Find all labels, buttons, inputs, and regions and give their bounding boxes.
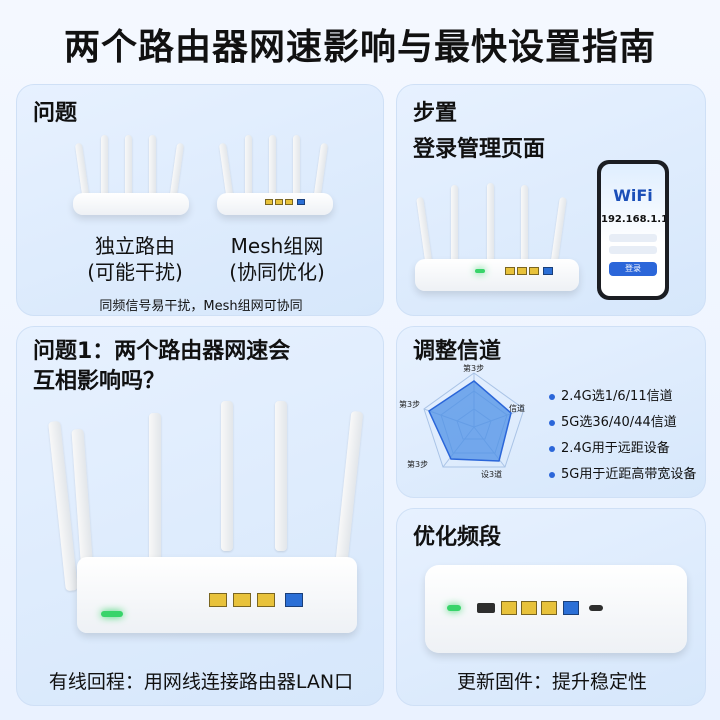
radar-chart: 第3步 信道 设3道 第3步 第3步 bbox=[399, 363, 525, 479]
bullet-item: 2.4G选1/6/11信道 bbox=[549, 385, 673, 404]
radar-label-right: 信道 bbox=[509, 403, 525, 413]
phone-image: WiFi 192.168.1.1 登录 bbox=[597, 160, 669, 300]
radar-label-left: 第3步 bbox=[399, 399, 420, 409]
card-channel: 调整信道 第3步 信道 设3道 第3步 第3步 2.4G选1/6/11信道 5G… bbox=[396, 326, 706, 498]
independent-router-label: 独立路由 (可能干扰) bbox=[87, 234, 183, 284]
mesh-router-image bbox=[217, 135, 337, 215]
radar-label-top: 第3步 bbox=[463, 363, 484, 373]
mesh-router-label: Mesh组网 (协同优化) bbox=[229, 234, 325, 284]
card-problem: 问题 独立路由 (可能干扰) Mesh组网 (协同优化) 同频信号易干扰，Mes… bbox=[16, 84, 384, 316]
independent-router-image bbox=[73, 135, 193, 215]
bullet-item: 5G用于近距高带宽设备 bbox=[549, 463, 696, 482]
card-question1-title: 问题1：两个路由器网速会 互相影响吗？ bbox=[33, 339, 291, 394]
wifi-logo: WiFi bbox=[613, 186, 653, 205]
problem-note: 同频信号易干扰，Mesh组网可协同 bbox=[99, 299, 303, 314]
page-title: 两个路由器网速影响与最快设置指南 bbox=[63, 27, 656, 68]
radar-label-bottom-left: 第3步 bbox=[407, 459, 428, 469]
bullet-item: 2.4G用于远距设备 bbox=[549, 437, 670, 456]
card-question1: 问题1：两个路由器网速会 互相影响吗？ 有线回程：用网线连接路由器LAN口 bbox=[16, 326, 384, 706]
card-band: 优化频段 更新固件：提升稳定性 bbox=[396, 508, 706, 706]
card-steps-title: 步置 bbox=[413, 101, 458, 126]
wired-backhaul-caption: 有线回程：用网线连接路由器LAN口 bbox=[48, 671, 354, 693]
card-band-title: 优化频段 bbox=[413, 525, 502, 550]
router-image bbox=[415, 183, 585, 295]
card-problem-title: 问题 bbox=[33, 101, 78, 126]
card-channel-title: 调整信道 bbox=[413, 339, 502, 364]
login-button[interactable]: 登录 bbox=[609, 262, 657, 276]
firmware-update-caption: 更新固件：提升稳定性 bbox=[456, 671, 647, 693]
bullet-item: 5G选36/40/44信道 bbox=[549, 411, 677, 430]
large-router-image bbox=[37, 399, 377, 639]
mesh-node-image bbox=[425, 565, 687, 655]
radar-label-bottom-right: 设3道 bbox=[481, 469, 502, 479]
router-ip-text: 192.168.1.1 bbox=[601, 214, 665, 225]
card-steps-subtitle: 登录管理页面 bbox=[413, 137, 546, 162]
